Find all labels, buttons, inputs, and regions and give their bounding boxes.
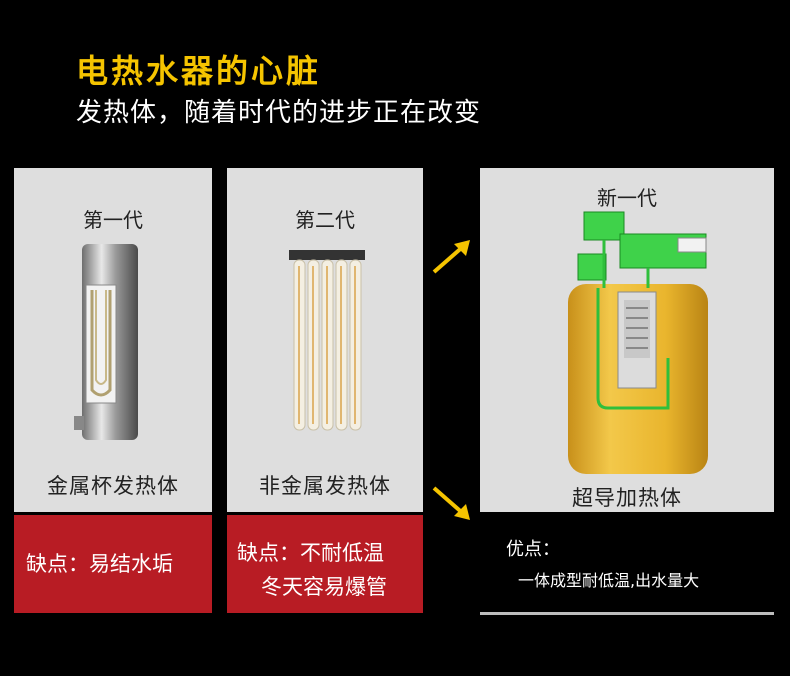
gen2-caption: 非金属发热体 bbox=[259, 474, 391, 498]
gen2-drawback-line1: 缺点：不耐低温 bbox=[237, 541, 384, 565]
gen3-baseline bbox=[480, 612, 774, 615]
superconductive-tank-image bbox=[568, 211, 708, 474]
metal-cup-heater-image bbox=[74, 244, 138, 440]
gen1-label: 第一代 bbox=[83, 208, 143, 232]
gen2-drawback-line2: 冬天容易爆管 bbox=[261, 575, 387, 599]
gen3-card: 新一代 超导加热体 bbox=[480, 168, 774, 512]
gen3-label: 新一代 bbox=[597, 186, 657, 210]
gen3-advantage-text: 一体成型耐低温,出水量大 bbox=[518, 571, 700, 590]
gen3-advantage-box: 优点： 一体成型耐低温,出水量大 bbox=[480, 515, 774, 613]
gen1-caption: 金属杯发热体 bbox=[47, 474, 179, 498]
gen1-drawback: 缺点：易结水垢 bbox=[26, 552, 173, 576]
nonmetal-tube-heater-image bbox=[289, 250, 365, 431]
arrow-down-right-icon bbox=[432, 486, 470, 520]
arrow-up-right-icon bbox=[432, 240, 470, 274]
page-title: 电热水器的心脏 bbox=[76, 52, 322, 90]
gen2-label: 第二代 bbox=[295, 208, 355, 232]
gen3-advantage-title: 优点： bbox=[506, 539, 560, 560]
gen2-drawback-box: 缺点：不耐低温 冬天容易爆管 bbox=[227, 515, 423, 613]
gen1-drawback-box: 缺点：易结水垢 bbox=[14, 515, 212, 613]
gen2-card: 第二代 非金属发热体 bbox=[227, 168, 423, 512]
gen3-caption: 超导加热体 bbox=[572, 486, 682, 510]
page-subtitle: 发热体，随着时代的进步正在改变 bbox=[76, 98, 482, 128]
gen1-card: 第一代 金属杯发热体 bbox=[14, 168, 212, 512]
